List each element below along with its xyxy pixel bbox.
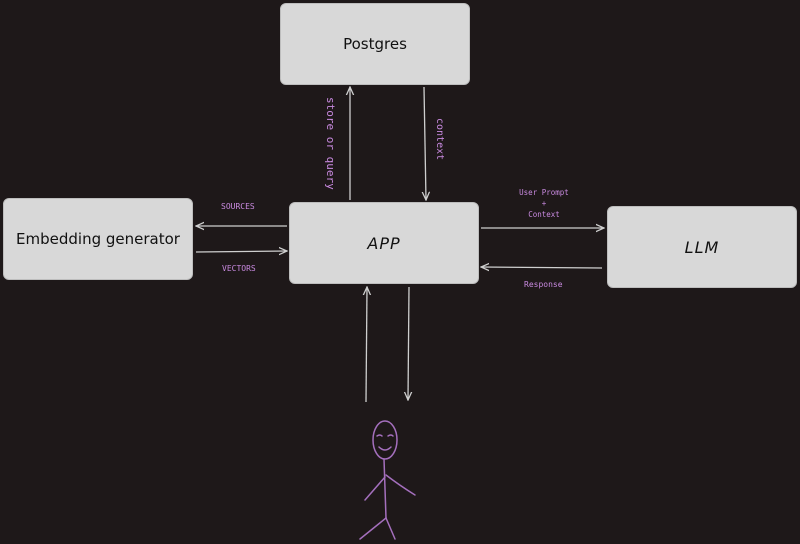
vectors-label: VECTORS [222, 264, 256, 273]
user-prompt-context-label: User Prompt + Context [508, 187, 580, 220]
arrow-app-to-user [408, 286, 409, 400]
llm-node[interactable]: LLM [607, 206, 797, 288]
postgres-label: Postgres [343, 35, 407, 53]
arrow-user-to-app [366, 287, 367, 403]
embedding-generator-node[interactable]: Embedding generator [3, 198, 193, 280]
arrow-postgres-to-app [424, 86, 426, 200]
plus-text: + [541, 199, 547, 208]
arrow-llm-to-app [481, 267, 603, 268]
app-label: APP [367, 233, 401, 253]
embedding-generator-label: Embedding generator [16, 230, 180, 248]
llm-label: LLM [684, 237, 720, 257]
sources-label: SOURCES [221, 202, 255, 211]
user-prompt-text: User Prompt [519, 188, 569, 197]
prompt-context-text: Context [528, 210, 560, 219]
arrow-embedding-to-app [195, 251, 287, 252]
store-or-query-label: store or query [324, 97, 337, 190]
app-node[interactable]: APP [289, 202, 479, 284]
postgres-node[interactable]: Postgres [280, 3, 470, 85]
stick-figure-user-icon [359, 420, 416, 540]
context-label: context [434, 118, 445, 161]
response-label: Response [524, 280, 563, 289]
